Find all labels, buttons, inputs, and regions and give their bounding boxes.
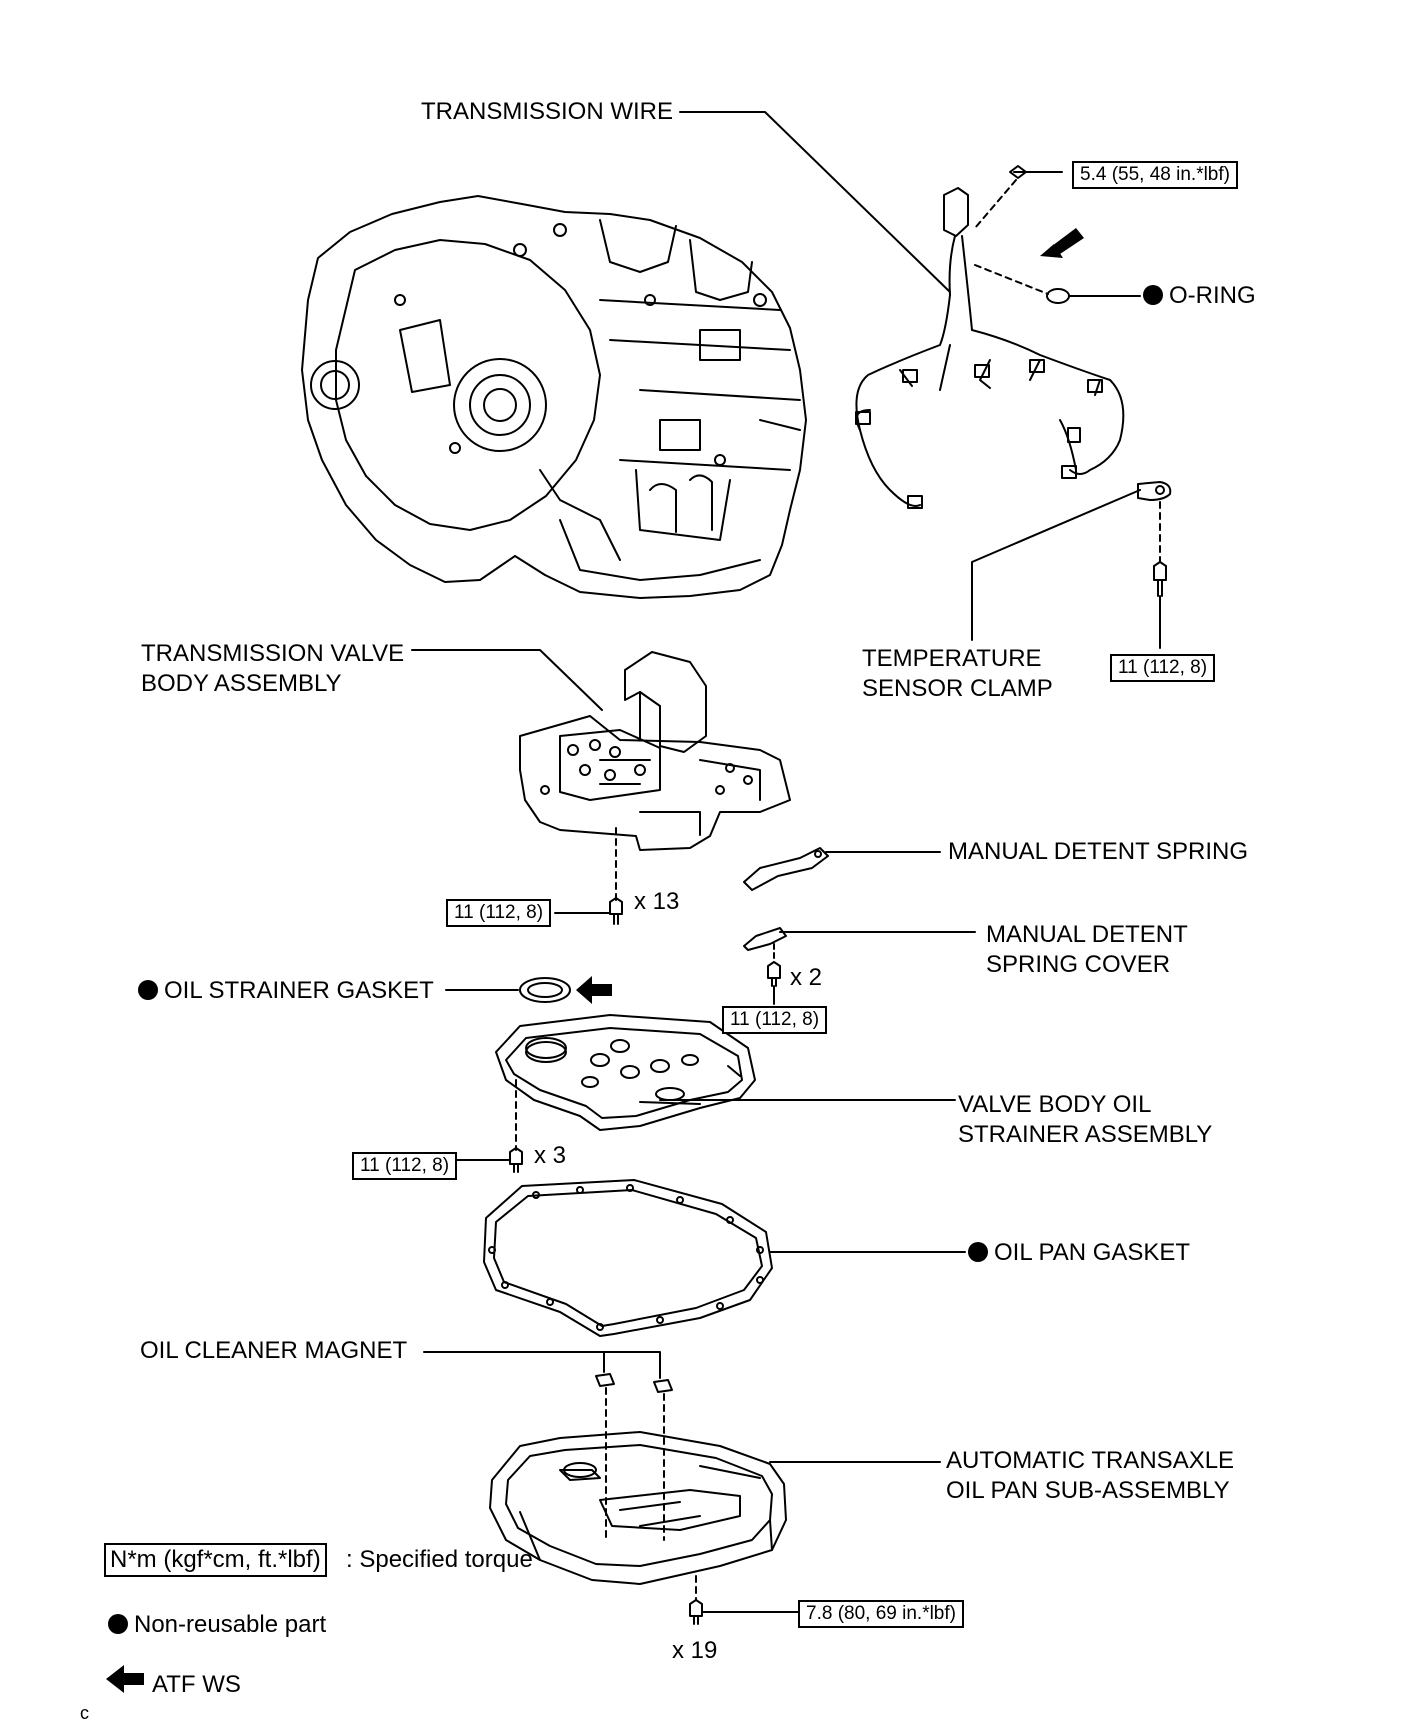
torque-box-strainer: 11 (112, 8) — [352, 1152, 458, 1180]
legend-atf: ATF WS — [152, 1671, 241, 1698]
label-spring-cover-line1: MANUAL DETENT — [986, 921, 1188, 948]
transaxle-housing — [301, 195, 807, 599]
qty-cover: x 2 — [790, 964, 823, 991]
corner-code: c — [80, 1703, 89, 1723]
qty-oil-pan: x 19 — [672, 1637, 718, 1664]
legend-non-reusable: Non-reusable part — [108, 1610, 326, 1640]
non-reusable-dot-icon — [1143, 285, 1163, 305]
label-strainer-line2: STRAINER ASSEMBLY — [958, 1121, 1213, 1148]
temperature-sensor-clamp — [971, 481, 1172, 649]
legend-torque-unit: N*m (kgf*cm, ft.*lbf) — [104, 1543, 327, 1577]
label-temperature-sensor-clamp-line2: SENSOR CLAMP — [862, 675, 1053, 702]
atf-arrow-icon — [576, 976, 612, 1004]
label-oil-pan-gasket: OIL PAN GASKET — [968, 1238, 1190, 1268]
non-reusable-dot-icon — [138, 980, 158, 1000]
torque-box-wire: 5.4 (55, 48 in.*lbf) — [1072, 161, 1238, 189]
non-reusable-dot-icon — [968, 1242, 988, 1262]
qty-strainer: x 3 — [534, 1142, 567, 1169]
oil-pan-sub-assembly — [489, 1431, 941, 1625]
legend-torque-desc: : Specified torque — [346, 1546, 533, 1573]
label-temperature-sensor-clamp-line1: TEMPERATURE — [862, 645, 1042, 672]
label-oil-strainer-gasket: OIL STRAINER GASKET — [138, 976, 434, 1006]
label-valve-body-line2: BODY ASSEMBLY — [141, 670, 342, 697]
non-reusable-dot-icon — [108, 1614, 128, 1634]
label-spring-cover-line2: SPRING COVER — [986, 951, 1171, 978]
oil-strainer-assembly — [454, 1014, 956, 1173]
oil-strainer-gasket — [445, 977, 571, 1003]
label-oil-cleaner-magnet: OIL CLEANER MAGNET — [140, 1337, 408, 1364]
label-strainer-line1: VALVE BODY OIL — [958, 1091, 1152, 1118]
torque-box-valve-body: 11 (112, 8) — [446, 899, 552, 927]
label-oil-pan-line2: OIL PAN SUB-ASSEMBLY — [946, 1477, 1230, 1504]
oil-pan-gasket — [483, 1179, 966, 1337]
label-oil-pan-line1: AUTOMATIC TRANSAXLE — [946, 1447, 1235, 1474]
label-o-ring: O-RING — [1143, 281, 1256, 311]
torque-box-clamp: 11 (112, 8) — [1110, 654, 1216, 682]
label-valve-body-line1: TRANSMISSION VALVE — [141, 640, 405, 667]
label-transmission-wire: TRANSMISSION WIRE — [421, 98, 674, 125]
qty-valve-body: x 13 — [634, 888, 680, 915]
manual-detent-spring — [743, 847, 976, 1005]
valve-body-assembly — [411, 649, 791, 925]
torque-box-cover: 11 (112, 8) — [722, 1006, 828, 1034]
torque-box-oil-pan: 7.8 (80, 69 in.*lbf) — [798, 1600, 964, 1628]
label-manual-detent-spring: MANUAL DETENT SPRING — [948, 838, 1249, 865]
atf-arrow-icon — [1040, 228, 1084, 258]
atf-arrow-icon — [106, 1665, 144, 1693]
transmission-wire-harness — [679, 111, 1141, 509]
